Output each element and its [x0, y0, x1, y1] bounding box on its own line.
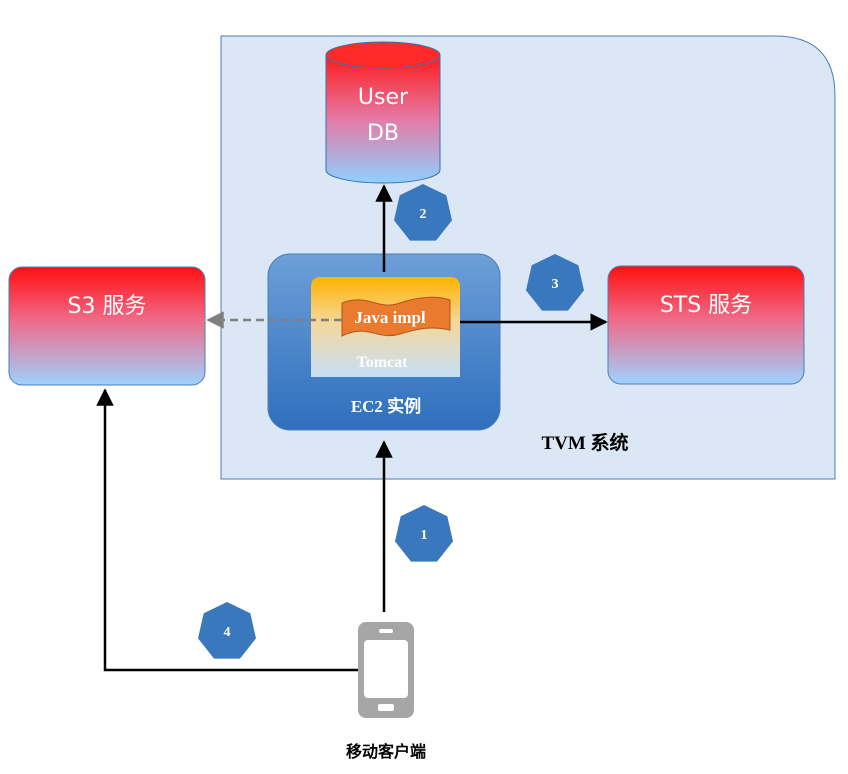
user-db-label-line1: User: [358, 85, 409, 110]
step-2-label: 2: [420, 207, 427, 222]
mobile-client-label: 移动客户端: [346, 742, 426, 761]
step-1-label: 1: [421, 528, 428, 543]
step-3-label: 3: [552, 277, 559, 292]
java-impl-flag: Java impl: [341, 296, 451, 337]
sts-service-box: STS 服务: [607, 265, 805, 385]
java-impl-label: Java impl: [354, 308, 426, 327]
mobile-phone-icon: [358, 622, 414, 718]
step-badge-2: 2: [394, 184, 452, 241]
tomcat-label: Tomcat: [357, 354, 409, 371]
arrow-client-to-s3: [96, 388, 360, 672]
user-db-label-line2: DB: [367, 121, 399, 146]
tvm-system-label: TVM 系统: [541, 431, 628, 454]
ec2-instance-label: EC2 实例: [351, 396, 421, 416]
user-db-cylinder: User DB: [325, 41, 441, 184]
s3-service-label: S3 服务: [68, 294, 147, 319]
s3-service-box: S3 服务: [8, 266, 206, 386]
sts-service-label: STS 服务: [660, 293, 752, 318]
step-4-label: 4: [224, 625, 231, 640]
step-badge-3: 3: [526, 254, 584, 311]
step-badge-1: 1: [395, 505, 453, 562]
step-badge-4: 4: [198, 602, 256, 659]
